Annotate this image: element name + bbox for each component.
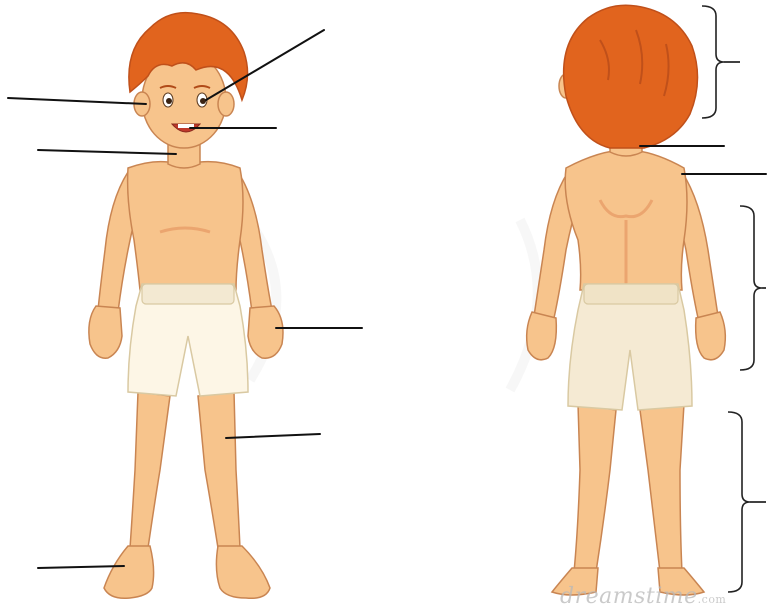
head-bracket (702, 6, 724, 118)
back-waistband (584, 284, 678, 304)
front-view-boy (89, 13, 283, 599)
front-right-pupil (200, 98, 206, 104)
back-bracket (740, 206, 762, 370)
front-waistband (142, 284, 234, 304)
front-right-leg (198, 392, 240, 548)
front-right-hand (248, 306, 283, 358)
neck-label-line (38, 150, 176, 154)
front-left-pupil (166, 98, 172, 104)
back-right-leg (640, 404, 684, 572)
front-left-foot (104, 546, 154, 598)
back-left-hand (527, 312, 557, 360)
background-watermark-swirl (250, 220, 538, 390)
front-left-leg (130, 392, 170, 548)
front-right-foot (216, 546, 270, 598)
watermark-text: dreamstime.com (560, 584, 760, 609)
back-left-leg (574, 404, 616, 572)
knee-label-line (226, 434, 320, 438)
back-right-hand (696, 312, 726, 360)
back-hair (564, 5, 698, 148)
front-torso (128, 162, 243, 290)
ear-label-line (8, 98, 146, 104)
front-right-ear (218, 92, 234, 116)
foot-label-line (38, 566, 124, 568)
front-left-hand (89, 306, 122, 358)
legs-bracket (728, 412, 750, 592)
back-view-boy (527, 5, 726, 595)
